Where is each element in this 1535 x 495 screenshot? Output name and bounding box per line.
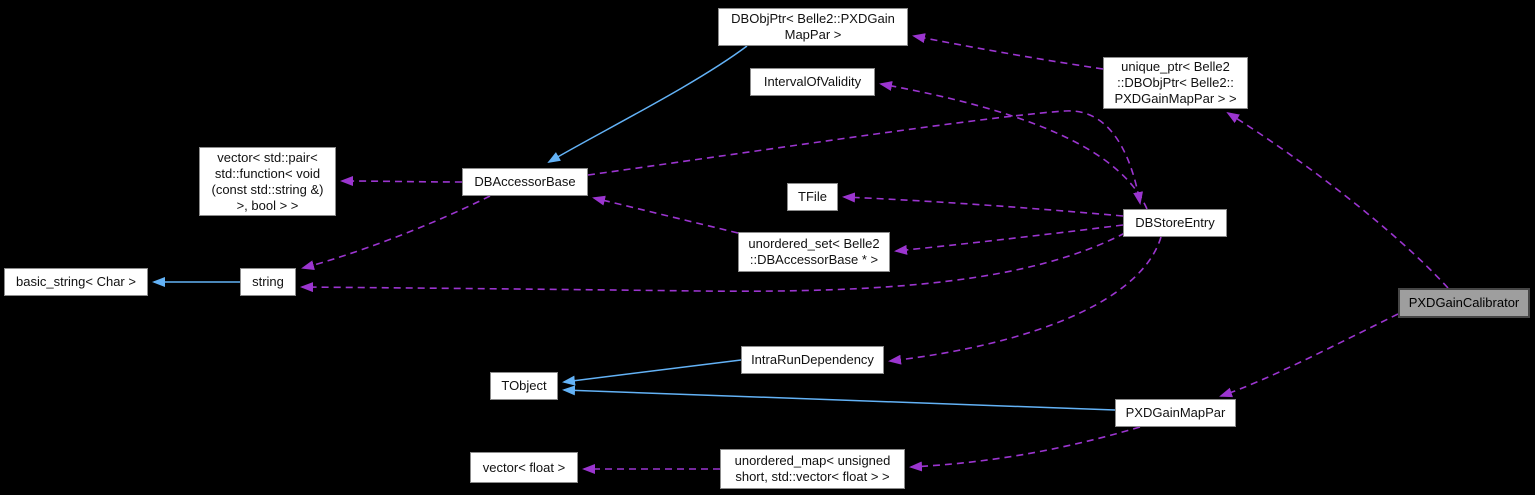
node-pxd-gain-map-par[interactable]: PXDGainMapPar [1115, 399, 1236, 427]
edge-dbstoreentry-to-intervalofvalidity [879, 81, 1148, 210]
edge-intrarundependency-to-tobject [562, 359, 742, 386]
edge-dbobjptr-to-dbaccessorbase [547, 45, 748, 164]
node-unordered-set[interactable]: unordered_set< Belle2 ::DBAccessorBase *… [738, 232, 890, 272]
node-tobject[interactable]: TObject [490, 372, 558, 400]
edge-dbstoreentry-to-unorderedset [894, 224, 1124, 255]
node-dbaccessorbase[interactable]: DBAccessorBase [462, 168, 588, 196]
node-dbobjptr[interactable]: DBObjPtr< Belle2::PXDGain MapPar > [718, 8, 908, 46]
edge-pxdgainmappar-to-tobject [562, 385, 1116, 411]
node-unordered-map[interactable]: unordered_map< unsigned short, std::vect… [720, 449, 905, 489]
node-vector-pair-callback[interactable]: vector< std::pair< std::function< void (… [199, 147, 336, 216]
edge-pxdgaincalibrator-to-uniqueptr [1226, 111, 1449, 289]
node-pxd-gain-calibrator: PXDGainCalibrator [1398, 288, 1530, 318]
node-interval-of-validity[interactable]: IntervalOfValidity [750, 68, 875, 96]
edge-dbaccessorbase-to-dbstoreentry [587, 110, 1143, 205]
edge-dbaccessorbase-to-vectorpair [340, 176, 463, 187]
edge-pxdgaincalibrator-to-pxdgainmappar [1219, 313, 1399, 398]
node-string[interactable]: string [240, 268, 296, 296]
edge-dbaccessorbase-to-string [301, 195, 491, 271]
node-basic-string[interactable]: basic_string< Char > [4, 268, 148, 296]
edge-dbstoreentry-to-string [300, 232, 1126, 293]
edge-uniqueptr-to-dbobjptr [912, 33, 1104, 70]
edge-dbstoreentry-to-intrarundependency [888, 236, 1162, 365]
edge-pxdgainmappar-to-unorderedmap [909, 426, 1141, 472]
node-intra-run-dependency[interactable]: IntraRunDependency [741, 346, 884, 374]
edge-unorderedset-to-dbaccessorbase [592, 195, 739, 234]
node-tfile[interactable]: TFile [787, 183, 838, 211]
edge-dbstoreentry-to-tfile [842, 192, 1124, 217]
node-vector-float[interactable]: vector< float > [470, 452, 578, 483]
node-unique-ptr[interactable]: unique_ptr< Belle2 ::DBObjPtr< Belle2:: … [1103, 57, 1248, 109]
node-dbstoreentry[interactable]: DBStoreEntry [1123, 209, 1227, 237]
